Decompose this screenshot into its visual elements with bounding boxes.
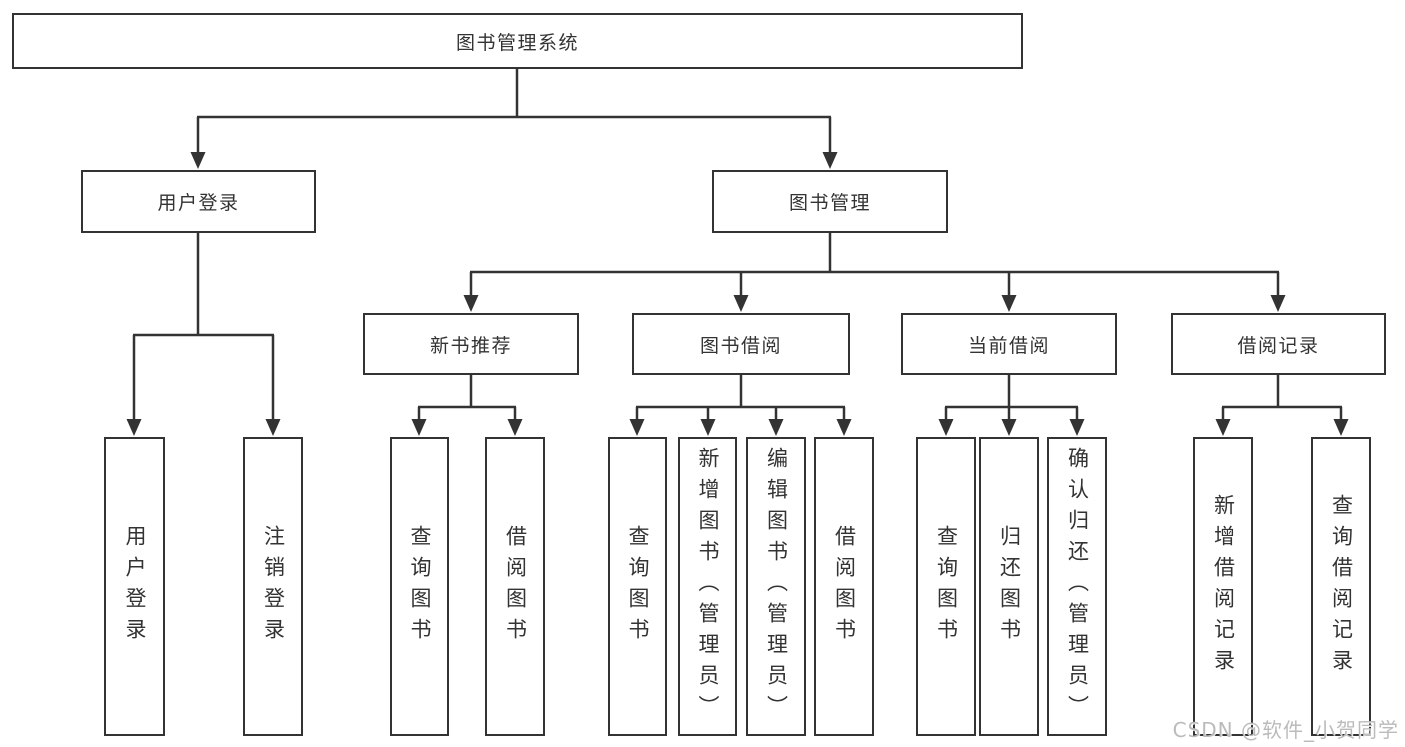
leaf-borrow-books-borrowing: 借阅图书 xyxy=(814,437,874,736)
leaf-logout-label: 注销登录 xyxy=(261,524,286,649)
connector-book-management-children xyxy=(463,233,1286,312)
connector-root-to-level1 xyxy=(190,68,838,169)
leaf-add-borrow-record-label: 新增借阅记录 xyxy=(1211,493,1236,680)
node-borrowing-records: 借阅记录 xyxy=(1171,313,1386,375)
leaf-edit-book-admin: 编辑图书（管理员） xyxy=(746,437,806,736)
leaf-edit-book-admin-label: 编辑图书（管理员） xyxy=(764,447,789,726)
leaf-add-borrow-record: 新增借阅记录 xyxy=(1193,437,1253,736)
leaf-add-book-admin: 新增图书（管理员） xyxy=(678,437,737,736)
node-user-login: 用户登录 xyxy=(81,170,316,233)
node-root-label: 图书管理系统 xyxy=(455,31,579,54)
leaf-user-login-label: 用户登录 xyxy=(123,524,148,649)
connector-borrowing-records-children xyxy=(1215,375,1349,436)
leaf-add-book-admin-label: 新增图书（管理员） xyxy=(696,447,721,726)
connector-user-login-children xyxy=(126,233,281,436)
leaf-query-books-recommend-label: 查询图书 xyxy=(408,524,433,649)
node-new-book-recommend: 新书推荐 xyxy=(363,313,579,375)
node-borrowing-records-label: 借阅记录 xyxy=(1237,334,1320,357)
leaf-confirm-return-admin-label: 确认归还（管理员） xyxy=(1065,447,1090,726)
node-current-borrowing-label: 当前借阅 xyxy=(967,334,1050,357)
node-book-borrowing: 图书借阅 xyxy=(632,313,850,375)
node-new-book-recommend-label: 新书推荐 xyxy=(429,334,512,357)
leaf-borrow-books-borrowing-label: 借阅图书 xyxy=(832,524,857,649)
leaf-return-books: 归还图书 xyxy=(979,437,1039,736)
leaf-query-borrow-record-label: 查询借阅记录 xyxy=(1329,493,1354,680)
leaf-query-books-borrowing: 查询图书 xyxy=(608,437,667,736)
leaf-confirm-return-admin: 确认归还（管理员） xyxy=(1047,437,1107,736)
leaf-query-books-current-label: 查询图书 xyxy=(934,524,959,649)
node-root: 图书管理系统 xyxy=(12,13,1023,69)
node-user-login-label: 用户登录 xyxy=(157,192,240,214)
node-book-borrowing-label: 图书借阅 xyxy=(699,334,782,357)
connector-new-book-recommend-children xyxy=(411,375,523,436)
leaf-borrow-books-recommend: 借阅图书 xyxy=(485,437,545,736)
leaf-user-login: 用户登录 xyxy=(104,437,165,736)
leaf-logout: 注销登录 xyxy=(243,437,303,736)
node-book-management: 图书管理 xyxy=(712,170,948,233)
leaf-query-books-recommend: 查询图书 xyxy=(390,437,449,736)
leaf-query-books-borrowing-label: 查询图书 xyxy=(626,524,651,649)
leaf-query-borrow-record: 查询借阅记录 xyxy=(1311,437,1371,736)
leaf-return-books-label: 归还图书 xyxy=(997,524,1022,649)
node-current-borrowing: 当前借阅 xyxy=(901,313,1117,375)
connector-book-borrowing-children xyxy=(629,375,852,436)
csdn-watermark: CSDN @软件_小贺同学 xyxy=(1172,718,1399,742)
leaf-borrow-books-recommend-label: 借阅图书 xyxy=(503,524,528,649)
leaf-query-books-current: 查询图书 xyxy=(916,437,976,736)
node-book-management-label: 图书管理 xyxy=(788,192,871,214)
connector-current-borrowing-children xyxy=(938,375,1085,436)
